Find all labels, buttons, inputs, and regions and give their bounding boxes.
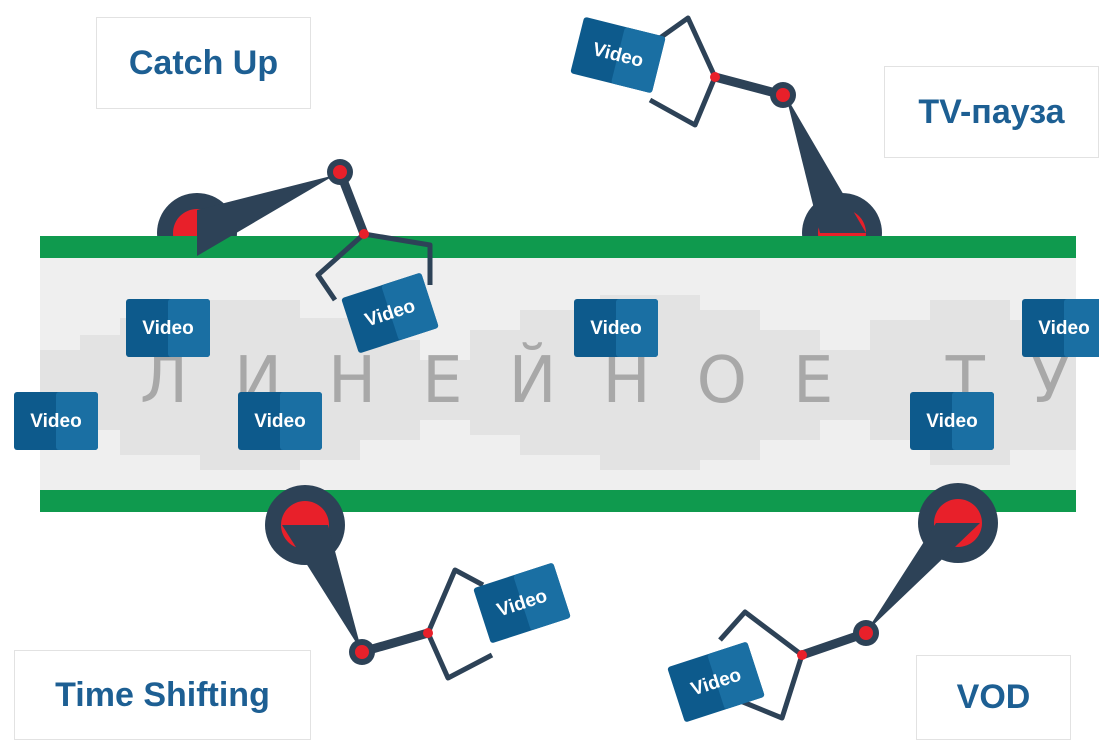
video-tile-icon: Video <box>570 17 666 93</box>
svg-text:Video: Video <box>926 411 977 432</box>
svg-text:Video: Video <box>1038 318 1089 339</box>
robot-arm-icon <box>718 523 980 721</box>
video-tile-icon: Video <box>14 392 98 450</box>
svg-text:Video: Video <box>30 411 81 432</box>
time-shifting-label: Time Shifting <box>14 650 311 740</box>
catch-up-label: Catch Up <box>96 17 311 109</box>
robot-arm-icon <box>648 15 866 233</box>
svg-text:Video: Video <box>590 318 641 339</box>
video-tile-icon: Video <box>574 299 658 357</box>
video-tile-icon: Video <box>473 563 571 643</box>
video-tile-icon: Video <box>238 392 322 450</box>
video-tile-icon: Video <box>126 299 210 357</box>
robot-arm-icon <box>282 525 494 681</box>
video-tile-icon: Video <box>1022 299 1099 357</box>
robot-arm-icon <box>197 159 433 302</box>
vod-label: VOD <box>916 655 1071 740</box>
svg-text:Video: Video <box>142 318 193 339</box>
video-tile-icon: Video <box>341 273 439 353</box>
tv-pause-label: TV-пауза <box>884 66 1099 158</box>
video-tile-icon: Video <box>910 392 994 450</box>
svg-text:Video: Video <box>254 411 305 432</box>
video-tile-icon: Video <box>667 642 765 722</box>
